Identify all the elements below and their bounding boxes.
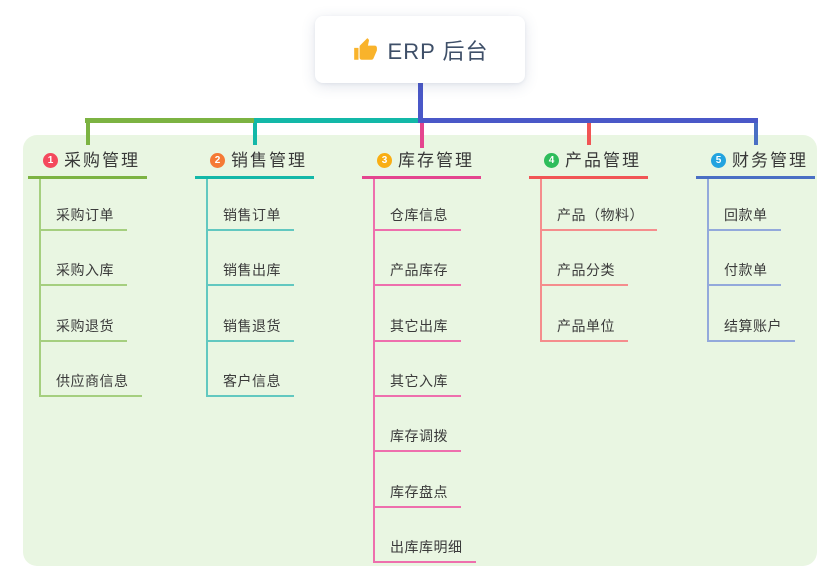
root-title: ERP 后台 — [387, 38, 489, 64]
branch-drop-line — [754, 118, 758, 145]
branch-badge: 5 — [711, 153, 726, 168]
child-node[interactable]: 销售退货 — [206, 314, 294, 342]
child-node[interactable]: 产品（物料） — [540, 203, 657, 231]
child-node[interactable]: 产品单位 — [540, 314, 628, 342]
child-node[interactable]: 仓库信息 — [373, 203, 461, 231]
root-node[interactable]: ERP 后台 — [315, 16, 525, 83]
branch-title-1[interactable]: 采购管理 — [64, 151, 140, 170]
branch-underline — [696, 176, 815, 179]
child-node[interactable]: 出库库明细 — [373, 535, 476, 563]
child-node[interactable]: 客户信息 — [206, 369, 294, 397]
trunk-line — [418, 83, 423, 123]
child-node[interactable]: 库存调拨 — [373, 424, 461, 453]
main-horizontal-right — [418, 118, 758, 123]
branch-spine — [540, 179, 542, 342]
child-node[interactable]: 销售出库 — [206, 258, 294, 287]
child-node[interactable]: 采购订单 — [39, 203, 127, 231]
branch-underline — [195, 176, 314, 179]
branch-badge: 2 — [210, 153, 225, 168]
main-horizontal-mid — [254, 118, 420, 123]
branch-title-5[interactable]: 财务管理 — [732, 151, 808, 170]
branch-title-4[interactable]: 产品管理 — [565, 151, 641, 170]
branch-title-3[interactable]: 库存管理 — [398, 151, 474, 170]
child-node[interactable]: 其它出库 — [373, 314, 461, 342]
child-node[interactable]: 产品分类 — [540, 258, 628, 287]
child-node[interactable]: 库存盘点 — [373, 480, 461, 508]
child-node[interactable]: 供应商信息 — [39, 369, 142, 397]
branch-title-2[interactable]: 销售管理 — [231, 151, 307, 170]
child-node[interactable]: 其它入库 — [373, 369, 461, 397]
branch-badge: 1 — [43, 153, 58, 168]
child-node[interactable]: 结算账户 — [707, 314, 795, 342]
branch-badge: 3 — [377, 153, 392, 168]
branch-underline — [362, 176, 481, 179]
branch-underline — [28, 176, 147, 179]
branch-spine — [39, 179, 41, 397]
child-node[interactable]: 采购退货 — [39, 314, 127, 342]
child-node[interactable]: 产品库存 — [373, 258, 461, 287]
main-horizontal-left — [85, 118, 256, 123]
thumbs-up-icon — [353, 37, 377, 60]
branch-badge: 4 — [544, 153, 559, 168]
branch-drop-line — [86, 118, 90, 145]
child-node[interactable]: 采购入库 — [39, 258, 127, 287]
branch-drop-line — [587, 118, 591, 145]
branch-spine — [373, 179, 375, 563]
child-node[interactable]: 销售订单 — [206, 203, 294, 231]
branch-spine — [206, 179, 208, 397]
branch-drop-line — [253, 118, 257, 145]
child-node[interactable]: 回款单 — [707, 203, 781, 231]
branches-panel — [23, 135, 817, 566]
branch-drop-line — [420, 121, 424, 148]
branch-underline — [529, 176, 648, 179]
child-node[interactable]: 付款单 — [707, 258, 781, 287]
branch-spine — [707, 179, 709, 342]
